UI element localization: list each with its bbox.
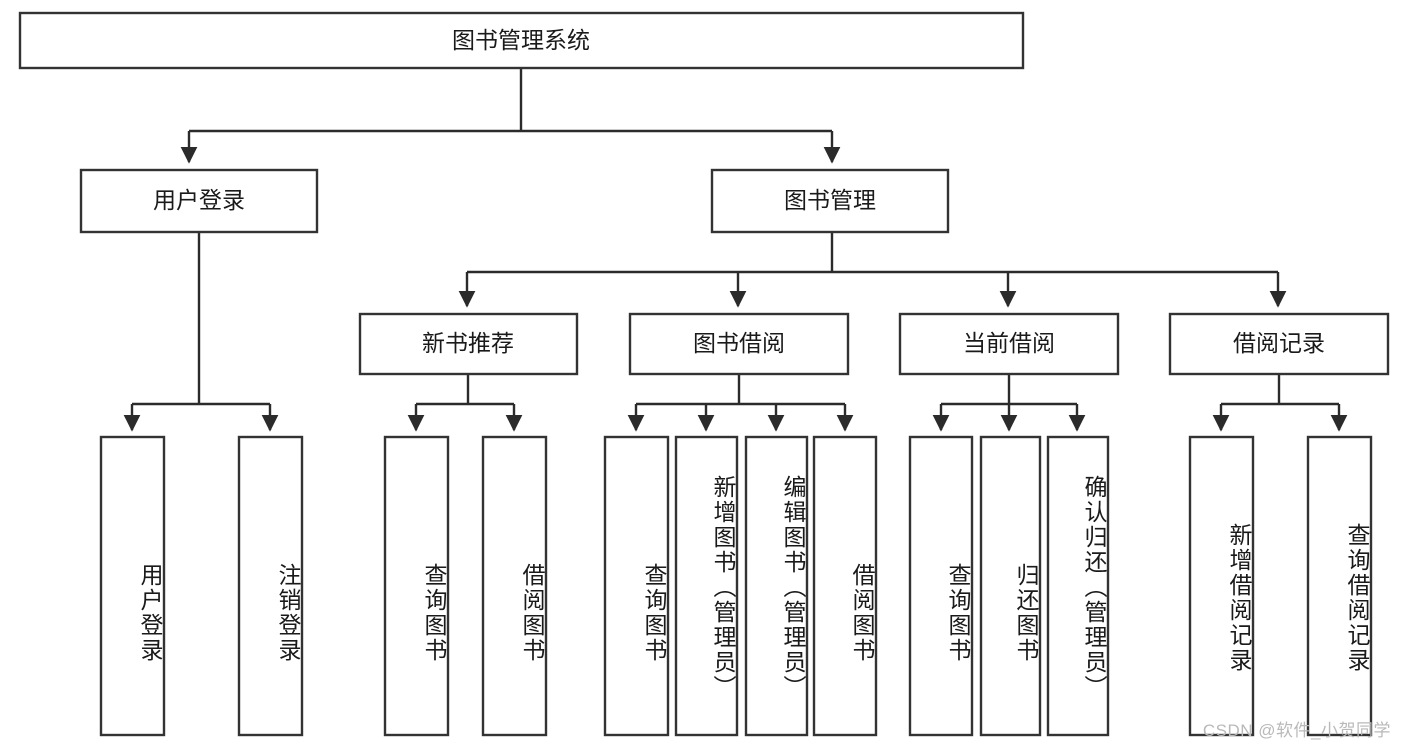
node-user-login-label: 用户登录 bbox=[153, 187, 245, 213]
node-root-box bbox=[18, 11, 1025, 70]
leaf-boxes-borrow-record bbox=[1188, 435, 1373, 737]
node-new-book-rec-label: 新书推荐 bbox=[422, 330, 514, 356]
node-new-book-rec[interactable]: 新书推荐 bbox=[358, 312, 579, 376]
leaf-box-user-login-1[interactable] bbox=[237, 435, 304, 737]
node-borrow-record-box bbox=[1168, 312, 1390, 376]
node-book-borrow[interactable]: 图书借阅 bbox=[628, 312, 850, 376]
node-current-borrow[interactable]: 当前借阅 bbox=[898, 312, 1120, 376]
leaf-box-book-borrow-1[interactable] bbox=[674, 435, 739, 737]
leaf-box-user-login-0[interactable] bbox=[99, 435, 166, 737]
node-root-label: 图书管理系统 bbox=[452, 27, 590, 53]
node-book-borrow-box bbox=[628, 312, 850, 376]
node-book-manage-label: 图书管理 bbox=[784, 187, 876, 213]
leaf-box-book-borrow-0[interactable] bbox=[603, 435, 670, 737]
node-current-borrow-label: 当前借阅 bbox=[963, 330, 1055, 356]
leaf-boxes-new-book-rec bbox=[383, 435, 548, 737]
node-book-borrow-label: 图书借阅 bbox=[693, 330, 785, 356]
edges-newbookrec-to-leaves bbox=[407, 374, 523, 432]
leaf-boxes-book-borrow bbox=[603, 435, 878, 737]
leaf-box-current-borrow-0[interactable] bbox=[908, 435, 974, 737]
node-current-borrow-box bbox=[898, 312, 1120, 376]
edges-root-to-level2 bbox=[180, 68, 841, 164]
leaf-box-borrow-record-0[interactable] bbox=[1188, 435, 1255, 737]
leaf-box-current-borrow-2[interactable] bbox=[1046, 435, 1110, 737]
leaf-boxes-current-borrow bbox=[908, 435, 1110, 737]
node-root[interactable]: 图书管理系统 bbox=[18, 11, 1025, 70]
leaf-boxes-user-login bbox=[99, 435, 304, 737]
leaf-box-borrow-record-1[interactable] bbox=[1306, 435, 1373, 737]
leaf-box-new-book-rec-1[interactable] bbox=[481, 435, 548, 737]
edges-userlogin-to-leaves bbox=[123, 232, 279, 432]
watermark: CSDN @软件_小贺同学 bbox=[1202, 721, 1391, 740]
leaf-box-new-book-rec-0[interactable] bbox=[383, 435, 450, 737]
node-book-manage[interactable]: 图书管理 bbox=[710, 168, 950, 234]
node-user-login[interactable]: 用户登录 bbox=[79, 168, 319, 234]
leaf-box-book-borrow-2[interactable] bbox=[744, 435, 809, 737]
edges-borrowrecord-to-leaves bbox=[1212, 374, 1348, 432]
node-book-manage-box bbox=[710, 168, 950, 234]
leaf-box-book-borrow-3[interactable] bbox=[812, 435, 878, 737]
leaf-box-current-borrow-1[interactable] bbox=[979, 435, 1042, 737]
edges-bookmanage-to-level3 bbox=[458, 232, 1287, 308]
node-borrow-record[interactable]: 借阅记录 bbox=[1168, 312, 1390, 376]
node-user-login-box bbox=[79, 168, 319, 234]
node-new-book-rec-box bbox=[358, 312, 579, 376]
edges-bookborrow-to-leaves bbox=[627, 374, 854, 432]
edges-currentborrow-to-leaves bbox=[932, 374, 1086, 432]
node-borrow-record-label: 借阅记录 bbox=[1233, 330, 1325, 356]
